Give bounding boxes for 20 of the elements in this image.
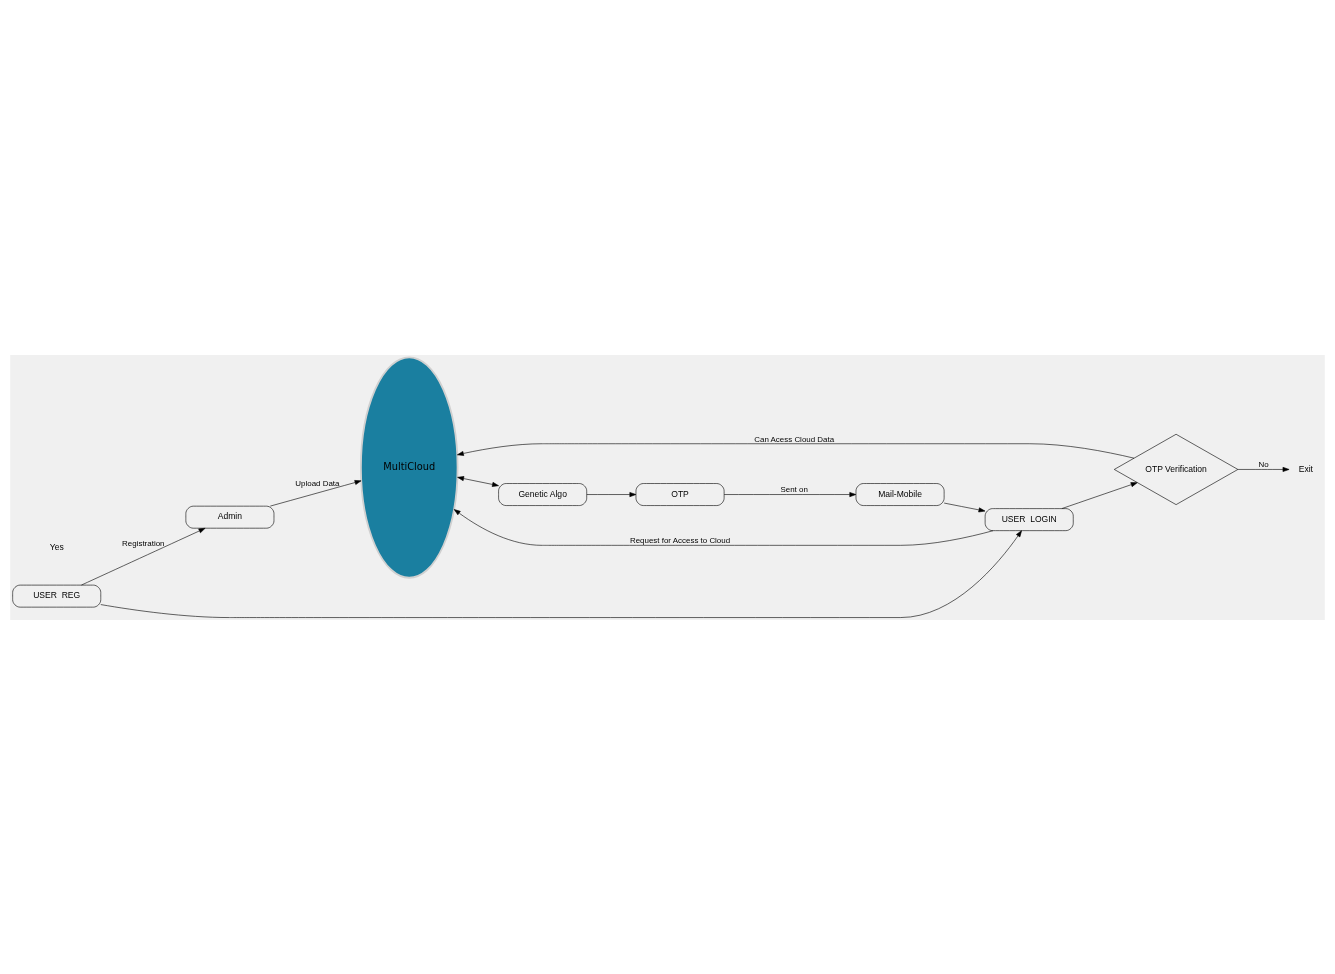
node-box: OTP bbox=[635, 482, 725, 506]
node-box: USER LOGIN bbox=[984, 507, 1074, 531]
label: Yes bbox=[49, 541, 64, 552]
arrow bbox=[100, 529, 1022, 618]
arrow bbox=[453, 508, 994, 546]
arrow bbox=[457, 475, 499, 487]
arrow bbox=[723, 491, 857, 497]
arrow bbox=[1061, 481, 1138, 509]
arrow bbox=[457, 442, 1135, 458]
node-box: Genetic Algo bbox=[498, 482, 587, 506]
node-box: Mail-Mobile bbox=[855, 482, 945, 506]
node-diamond: OTP Verification bbox=[1113, 433, 1239, 505]
arrow bbox=[81, 527, 206, 585]
arrow bbox=[943, 502, 986, 512]
arrow bbox=[1237, 466, 1290, 472]
node-text: Exit bbox=[1298, 463, 1313, 474]
node-box: Admin bbox=[185, 505, 275, 528]
node-box: USER REG bbox=[12, 584, 102, 607]
arrow bbox=[586, 491, 637, 497]
arrow bbox=[269, 479, 362, 506]
